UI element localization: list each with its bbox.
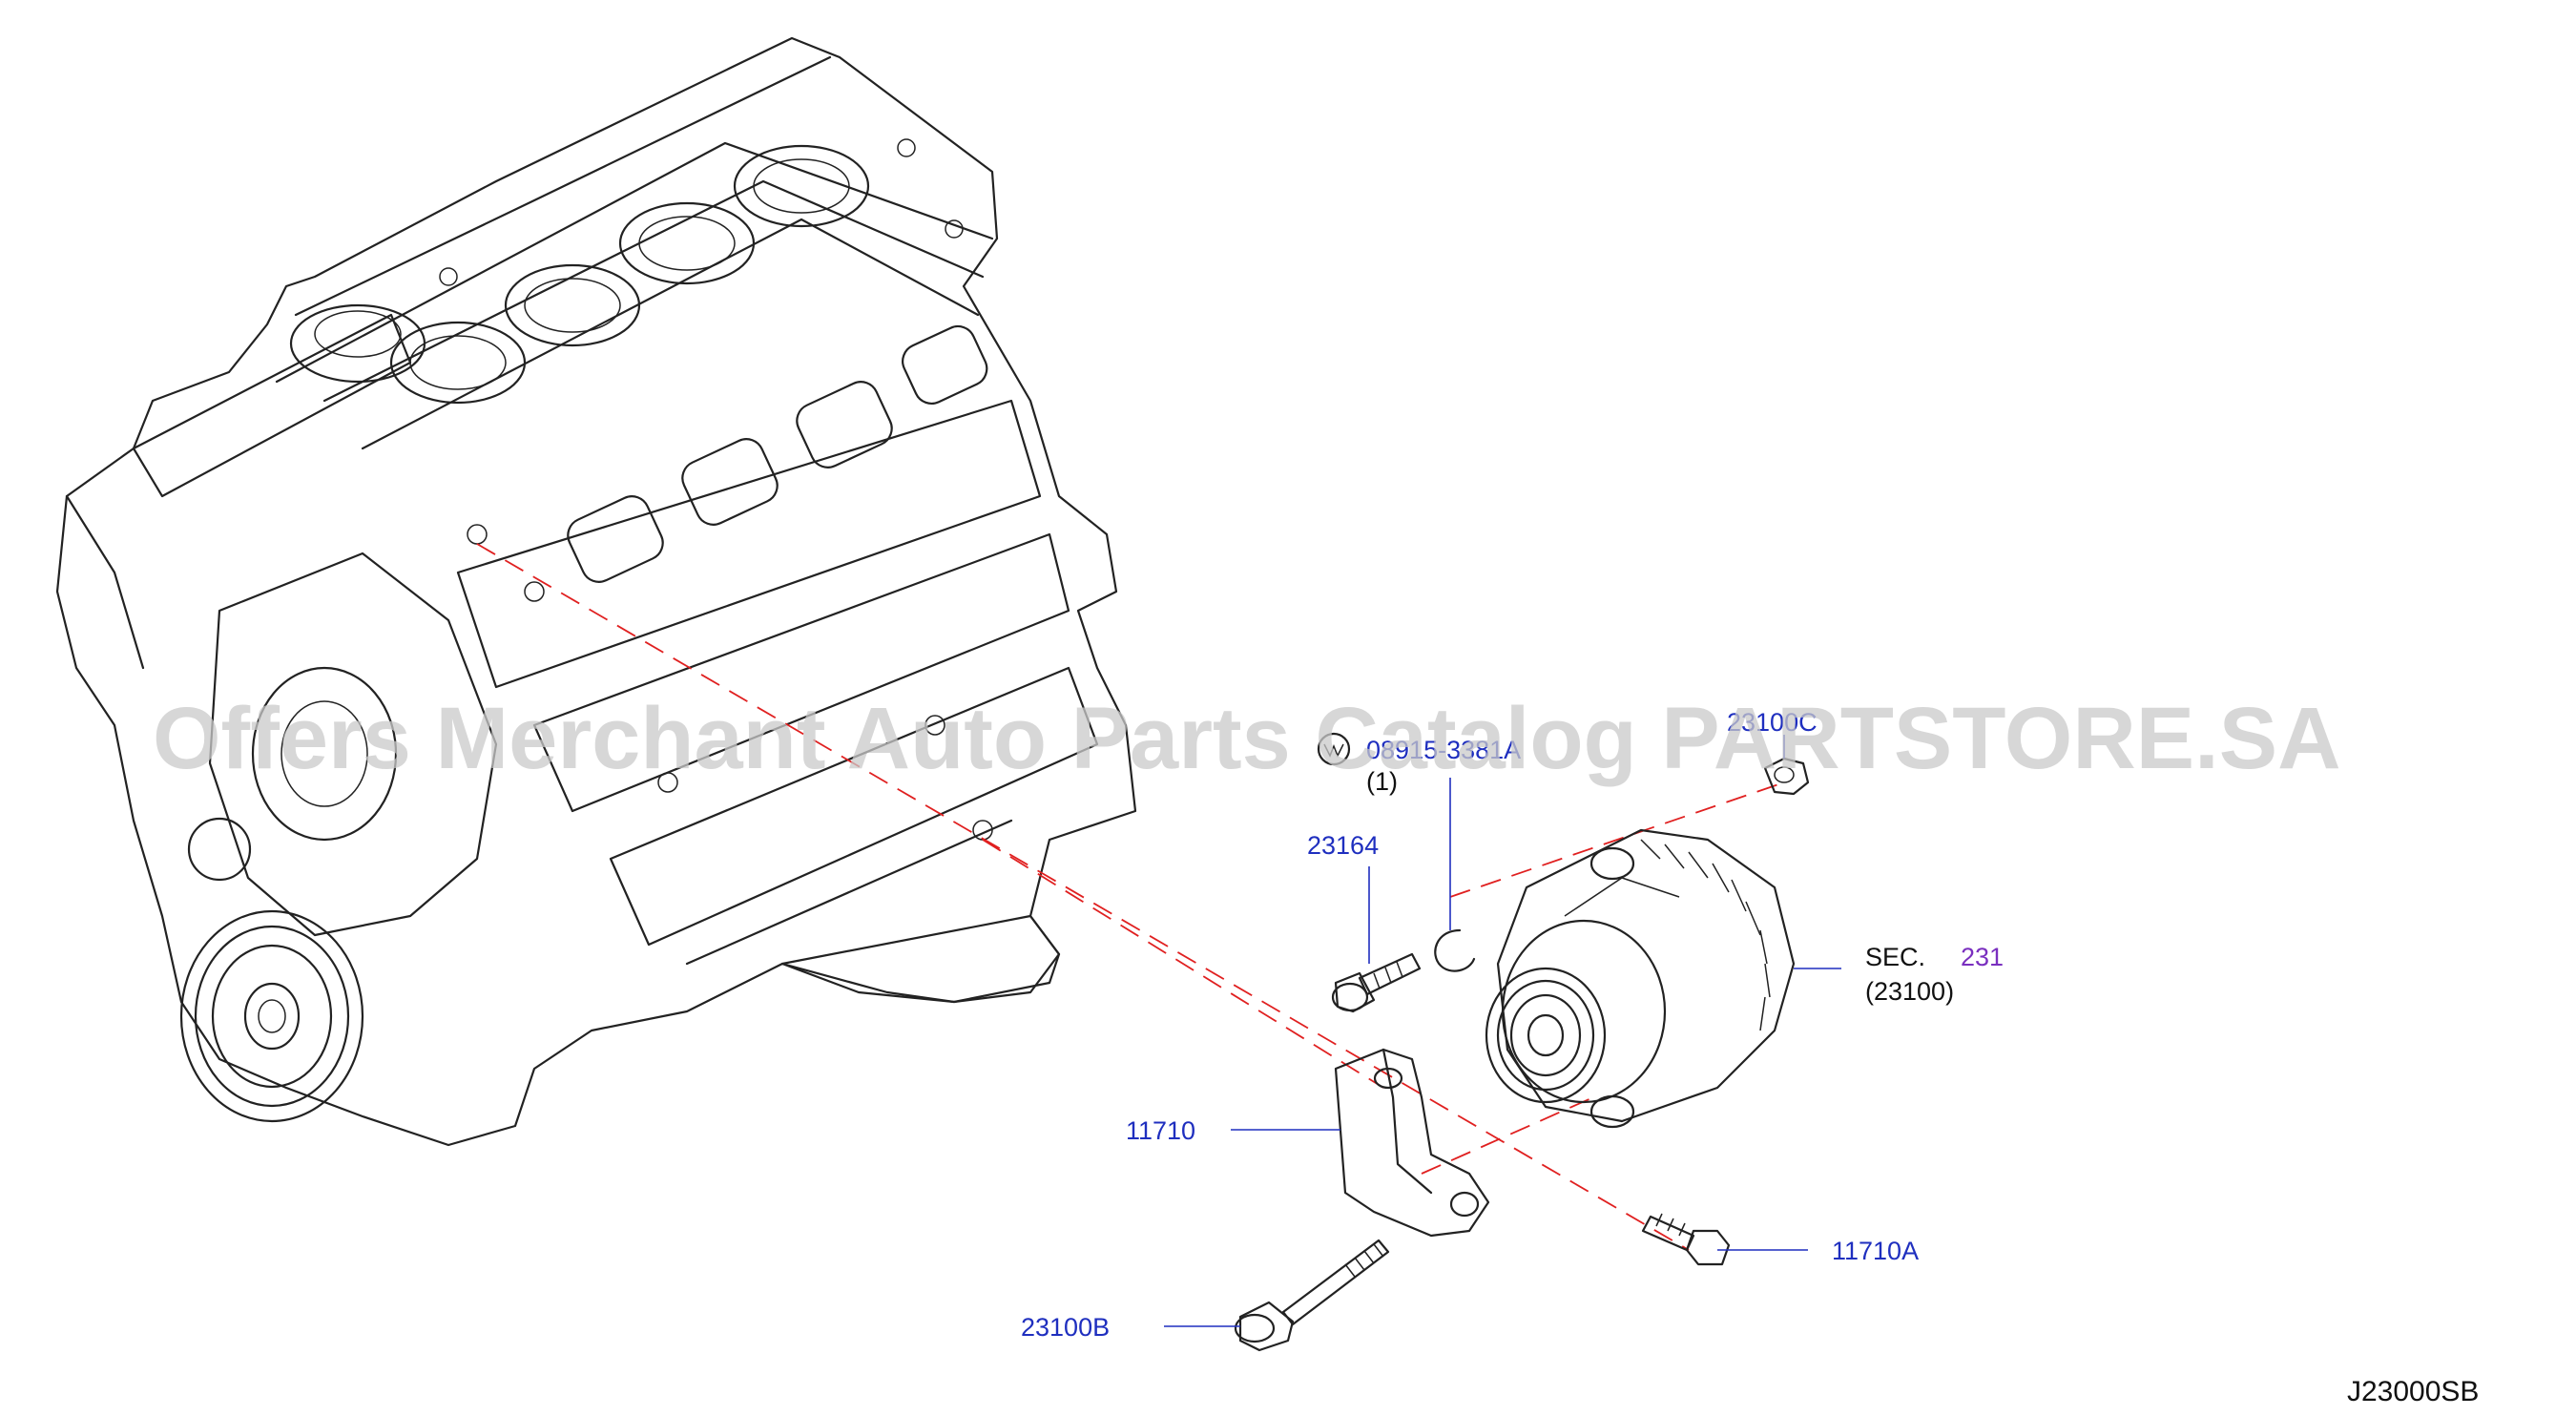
clip-washer-illustration bbox=[1434, 928, 1476, 972]
assembly-guide-lines bbox=[476, 543, 1785, 1251]
section-prefix: SEC. bbox=[1865, 943, 1925, 971]
watermark-text: Offers Merchant Auto Parts Catalog PARTS… bbox=[153, 690, 2341, 787]
bracket-illustration bbox=[1334, 1048, 1490, 1238]
washer-symbol bbox=[1317, 732, 1351, 766]
bolt-23164-part-number[interactable]: 23164 bbox=[1307, 831, 1379, 860]
leader-lines bbox=[1164, 735, 1841, 1327]
bolt-23100b-part-number[interactable]: 23100B bbox=[1021, 1313, 1110, 1342]
alternator-illustration bbox=[1485, 828, 1796, 1129]
nut-part-number[interactable]: 23100C bbox=[1727, 708, 1818, 737]
bracket-part-number[interactable]: 11710 bbox=[1126, 1116, 1195, 1145]
bolt-23100b-illustration bbox=[1234, 1239, 1390, 1352]
washer-part-number[interactable]: 08915-3381A bbox=[1366, 736, 1521, 764]
washer-quantity: (1) bbox=[1366, 767, 1398, 796]
bolt-23164-illustration bbox=[1331, 952, 1422, 1013]
engine-block-illustration bbox=[55, 36, 1137, 1147]
bolt-11710a-part-number[interactable]: 11710A bbox=[1832, 1237, 1919, 1265]
section-reference: (23100) bbox=[1865, 977, 1954, 1006]
bolt-11710a-illustration bbox=[1641, 1213, 1731, 1266]
diagram-code: J23000SB bbox=[2347, 1376, 2479, 1407]
section-link[interactable]: 231 bbox=[1961, 943, 2004, 971]
